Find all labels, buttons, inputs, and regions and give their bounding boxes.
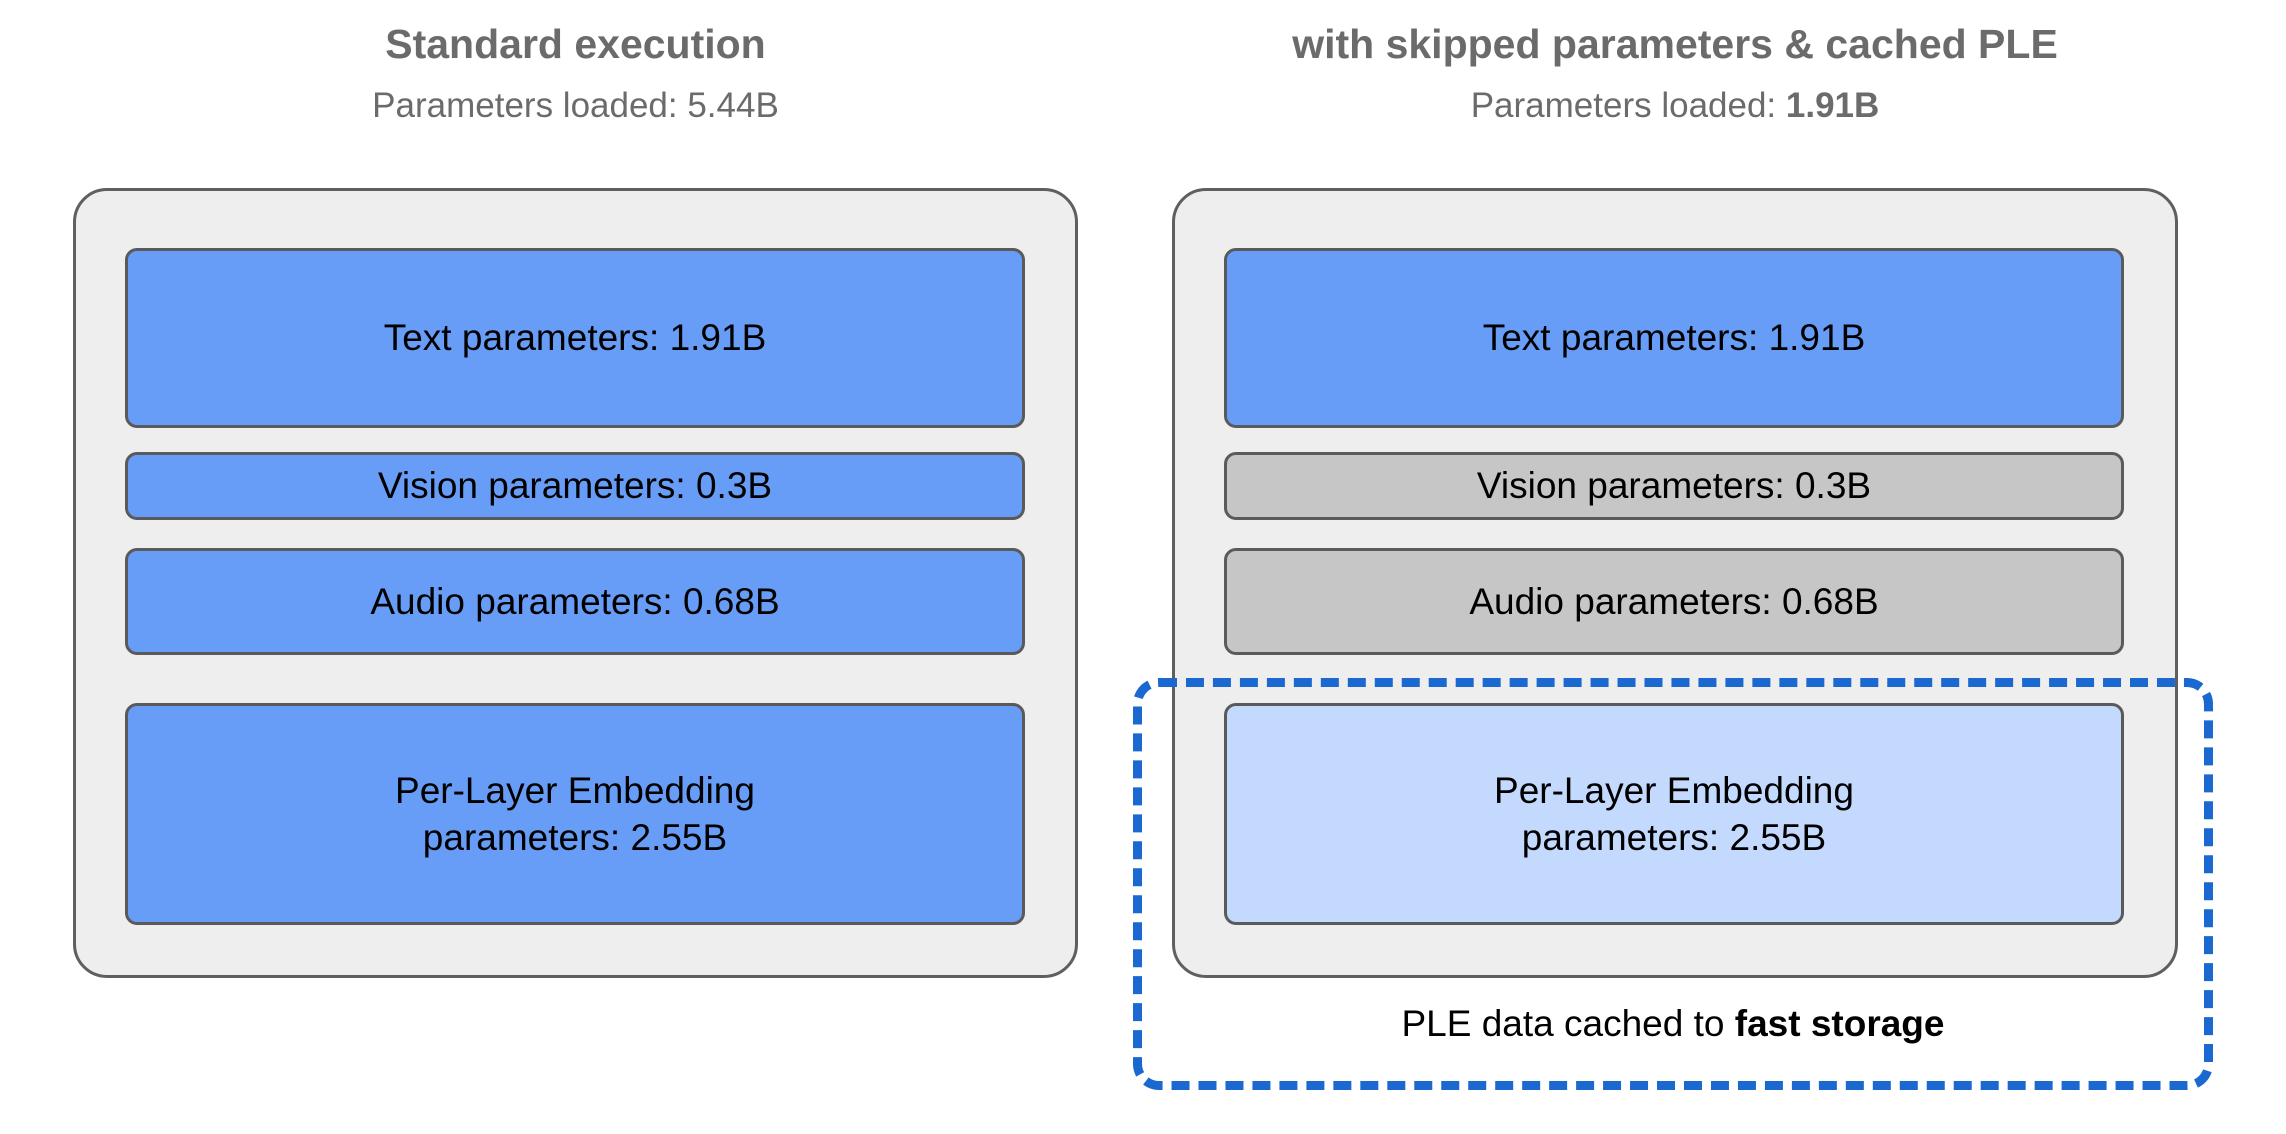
box-standard-audio: Audio parameters: 0.68B	[125, 548, 1025, 655]
column-title-standard: Standard execution	[385, 21, 766, 67]
box-label-standard-text: Text parameters: 1.91B	[383, 317, 767, 359]
column-subtitle-standard: Parameters loaded: 5.44B	[73, 86, 1078, 126]
cache-caption-emphasis: fast storage	[1734, 1003, 1945, 1044]
cache-caption: PLE data cached to fast storage	[1133, 1002, 2213, 1046]
box-standard-vision: Vision parameters: 0.3B	[125, 452, 1025, 520]
box-label-optimized-text: Text parameters: 1.91B	[1482, 317, 1866, 359]
subtitle-prefix-optimized: Parameters loaded:	[1470, 86, 1786, 126]
subtitle-value-optimized: 1.91B	[1785, 86, 1880, 126]
column-title-optimized: with skipped parameters & cached PLE	[1292, 21, 2058, 67]
cache-caption-prefix: PLE data cached to	[1401, 1003, 1735, 1044]
box-optimized-text: Text parameters: 1.91B	[1224, 248, 2124, 428]
box-label-standard-audio: Audio parameters: 0.68B	[370, 580, 780, 622]
box-standard-ple: Per-Layer Embedding parameters: 2.55B	[125, 703, 1025, 925]
box-label-optimized-audio: Audio parameters: 0.68B	[1469, 580, 1879, 622]
box-label-optimized-vision: Vision parameters: 0.3B	[1476, 465, 1872, 507]
box-standard-text: Text parameters: 1.91B	[125, 248, 1025, 428]
box-label-standard-ple: Per-Layer Embedding parameters: 2.55B	[395, 769, 755, 858]
box-optimized-audio: Audio parameters: 0.68B	[1224, 548, 2124, 655]
column-header-optimized: with skipped parameters & cached PLE Par…	[1172, 21, 2178, 126]
box-label-standard-vision: Vision parameters: 0.3B	[377, 465, 773, 507]
column-subtitle-optimized: Parameters loaded: 1.91B	[1172, 86, 2178, 126]
box-label-optimized-ple: Per-Layer Embedding parameters: 2.55B	[1494, 769, 1854, 858]
column-header-standard: Standard execution Parameters loaded: 5.…	[73, 21, 1078, 126]
box-optimized-vision: Vision parameters: 0.3B	[1224, 452, 2124, 520]
subtitle-prefix-standard: Parameters loaded:	[372, 86, 688, 126]
subtitle-value-standard: 5.44B	[687, 86, 779, 126]
box-optimized-ple: Per-Layer Embedding parameters: 2.55B	[1224, 703, 2124, 925]
